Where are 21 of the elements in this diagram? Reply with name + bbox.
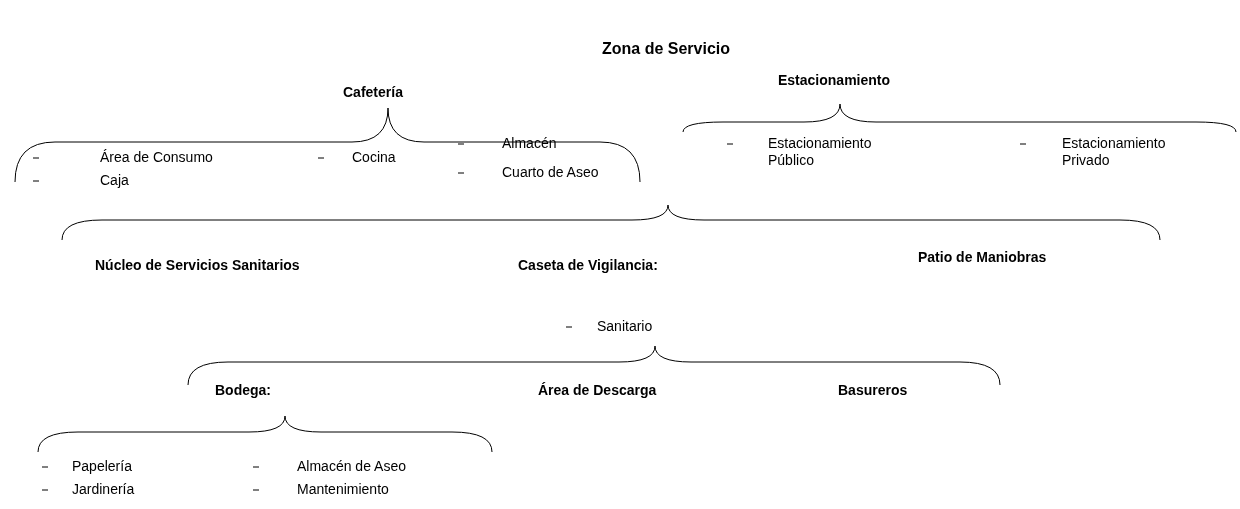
section-heading: Caseta de Vigilancia: <box>518 257 658 274</box>
list-item-text: Almacén de Aseo <box>297 458 406 475</box>
list-item-text: Caja <box>100 172 129 189</box>
list-item-text: Jardinería <box>72 481 135 498</box>
list-item-text: Estacionamiento Público <box>768 135 873 169</box>
section-heading: Núcleo de Servicios Sanitarios <box>95 257 300 274</box>
list-item-text: Estacionamiento Privado <box>1062 135 1167 169</box>
section-heading: Basureros <box>838 382 908 399</box>
list-item-text: Almacén <box>502 135 557 152</box>
section-heading: Área de Descarga <box>538 382 657 399</box>
list-item-text: Mantenimiento <box>297 481 389 498</box>
section-heading: Patio de Maniobras <box>918 249 1047 266</box>
section-heading: Estacionamiento <box>778 72 891 89</box>
list-item-text: Área de Consumo <box>100 149 213 166</box>
list-item-text: Cuarto de Aseo <box>502 164 599 181</box>
section-heading: Cafetería <box>343 84 403 101</box>
list-item-text: Sanitario <box>597 318 653 335</box>
list-item-text: Cocina <box>352 149 396 166</box>
section-heading: Bodega: <box>215 382 271 399</box>
diagram-title: Zona de Servicio <box>600 40 731 57</box>
list-item-text: Papelería <box>72 458 132 475</box>
